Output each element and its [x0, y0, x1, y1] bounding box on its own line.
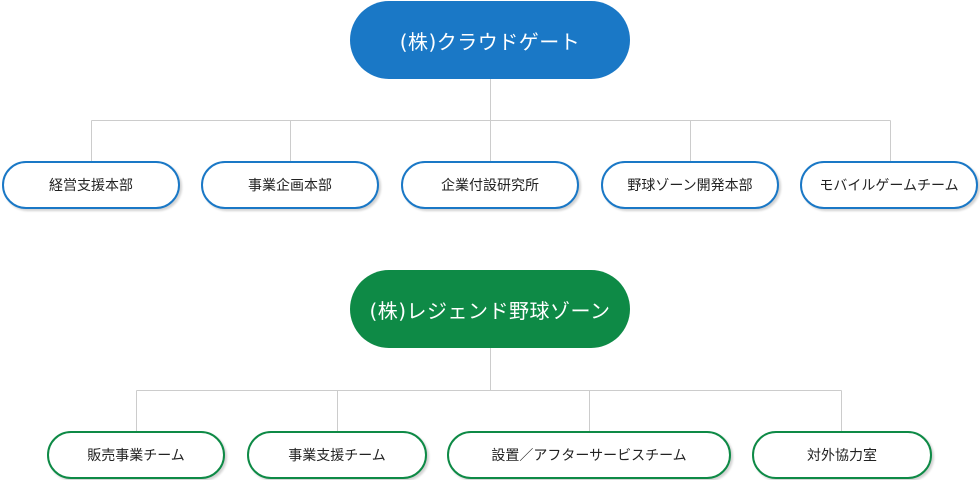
org1-department-node: 企業付設研究所: [401, 161, 579, 209]
org2-department-node: 販売事業チーム: [47, 431, 225, 479]
org2-department-node: 事業支援チーム: [247, 431, 427, 479]
org2-root-node: (株)レジェンド野球ゾーン: [350, 270, 630, 348]
org2-department-node: 設置／アフターサービスチーム: [447, 431, 731, 479]
org1-department-node: 事業企画本部: [201, 161, 379, 209]
org2-department-node: 対外協力室: [752, 431, 932, 479]
org1-department-node: 経営支援本部: [2, 161, 180, 209]
org1-department-node: モバイルゲームチーム: [800, 161, 978, 209]
org1-department-node: 野球ゾーン開発本部: [601, 161, 779, 209]
org1-root-node: (株)クラウドゲート: [350, 1, 630, 79]
